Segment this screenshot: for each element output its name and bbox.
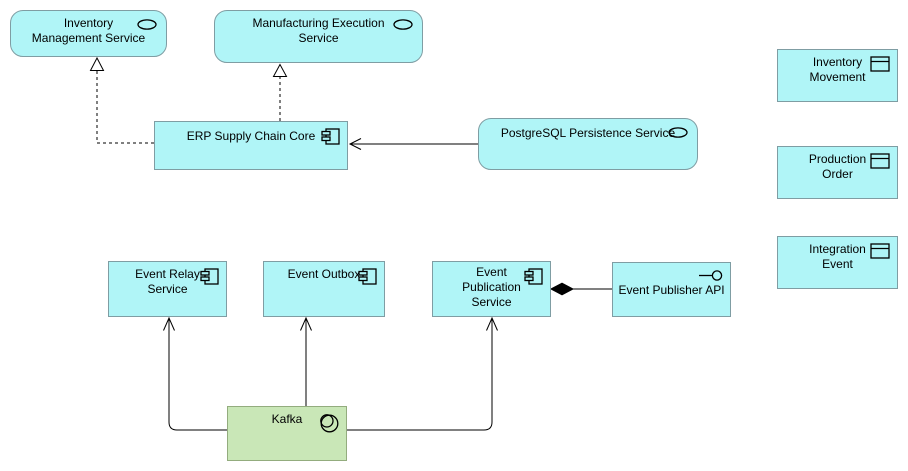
application-service-icon <box>137 19 157 30</box>
node-event-relay-service[interactable]: Event Relay Service <box>108 261 227 317</box>
node-label: Event Outbox <box>287 267 361 281</box>
node-label: Inventory Management Service <box>31 16 146 45</box>
node-label: Event Publisher API <box>618 283 725 297</box>
node-event-publication-service[interactable]: Event Publication Service <box>432 261 551 317</box>
node-label: Event Publication Service <box>462 265 521 309</box>
node-label: ERP Supply Chain Core <box>186 129 316 143</box>
node-label: Integration Event <box>809 242 866 271</box>
node-inventory-movement[interactable]: Inventory Movement <box>777 49 898 102</box>
application-service-icon <box>668 127 688 138</box>
node-event-publisher-api[interactable]: Event Publisher API <box>612 262 731 317</box>
edge-serving-kafka-to-event-publication[interactable] <box>347 316 498 431</box>
application-component-icon <box>200 268 219 285</box>
node-inventory-management-service[interactable]: Inventory Management Service <box>10 10 167 57</box>
node-label: PostgreSQL Persistence Service <box>500 126 676 140</box>
node-label: Kafka <box>271 412 303 426</box>
interface-lollipop-icon <box>699 269 723 282</box>
node-label: Inventory Movement <box>809 55 866 84</box>
system-software-icon <box>317 411 340 434</box>
application-component-icon <box>321 128 340 145</box>
node-label: Manufacturing Execution Service <box>252 16 385 45</box>
node-integration-event[interactable]: Integration Event <box>777 236 898 289</box>
edge-serving-kafka-to-event-outbox[interactable] <box>300 316 312 406</box>
application-service-icon <box>393 19 413 30</box>
edge-serving-postgresql-to-erp[interactable] <box>348 138 478 150</box>
edge-realization-erp-to-manufacturing-execution[interactable] <box>272 63 288 122</box>
edge-serving-kafka-to-event-relay[interactable] <box>163 316 228 431</box>
data-object-icon <box>870 153 890 169</box>
application-component-icon <box>358 268 377 285</box>
edge-composition-eps-to-event-publisher-api[interactable] <box>549 282 612 296</box>
node-postgresql-persistence-service[interactable]: PostgreSQL Persistence Service <box>478 118 698 170</box>
node-event-outbox[interactable]: Event Outbox <box>263 261 385 317</box>
edge-realization-erp-to-inventory-management[interactable] <box>89 56 155 144</box>
node-label: Production Order <box>808 152 867 181</box>
node-label: Event Relay Service <box>135 267 200 296</box>
node-manufacturing-execution-service[interactable]: Manufacturing Execution Service <box>214 10 423 63</box>
node-production-order[interactable]: Production Order <box>777 146 898 199</box>
node-erp-supply-chain-core[interactable]: ERP Supply Chain Core <box>154 121 348 170</box>
application-component-icon <box>524 268 543 285</box>
node-kafka[interactable]: Kafka <box>227 406 347 461</box>
data-object-icon <box>870 243 890 259</box>
data-object-icon <box>870 56 890 72</box>
